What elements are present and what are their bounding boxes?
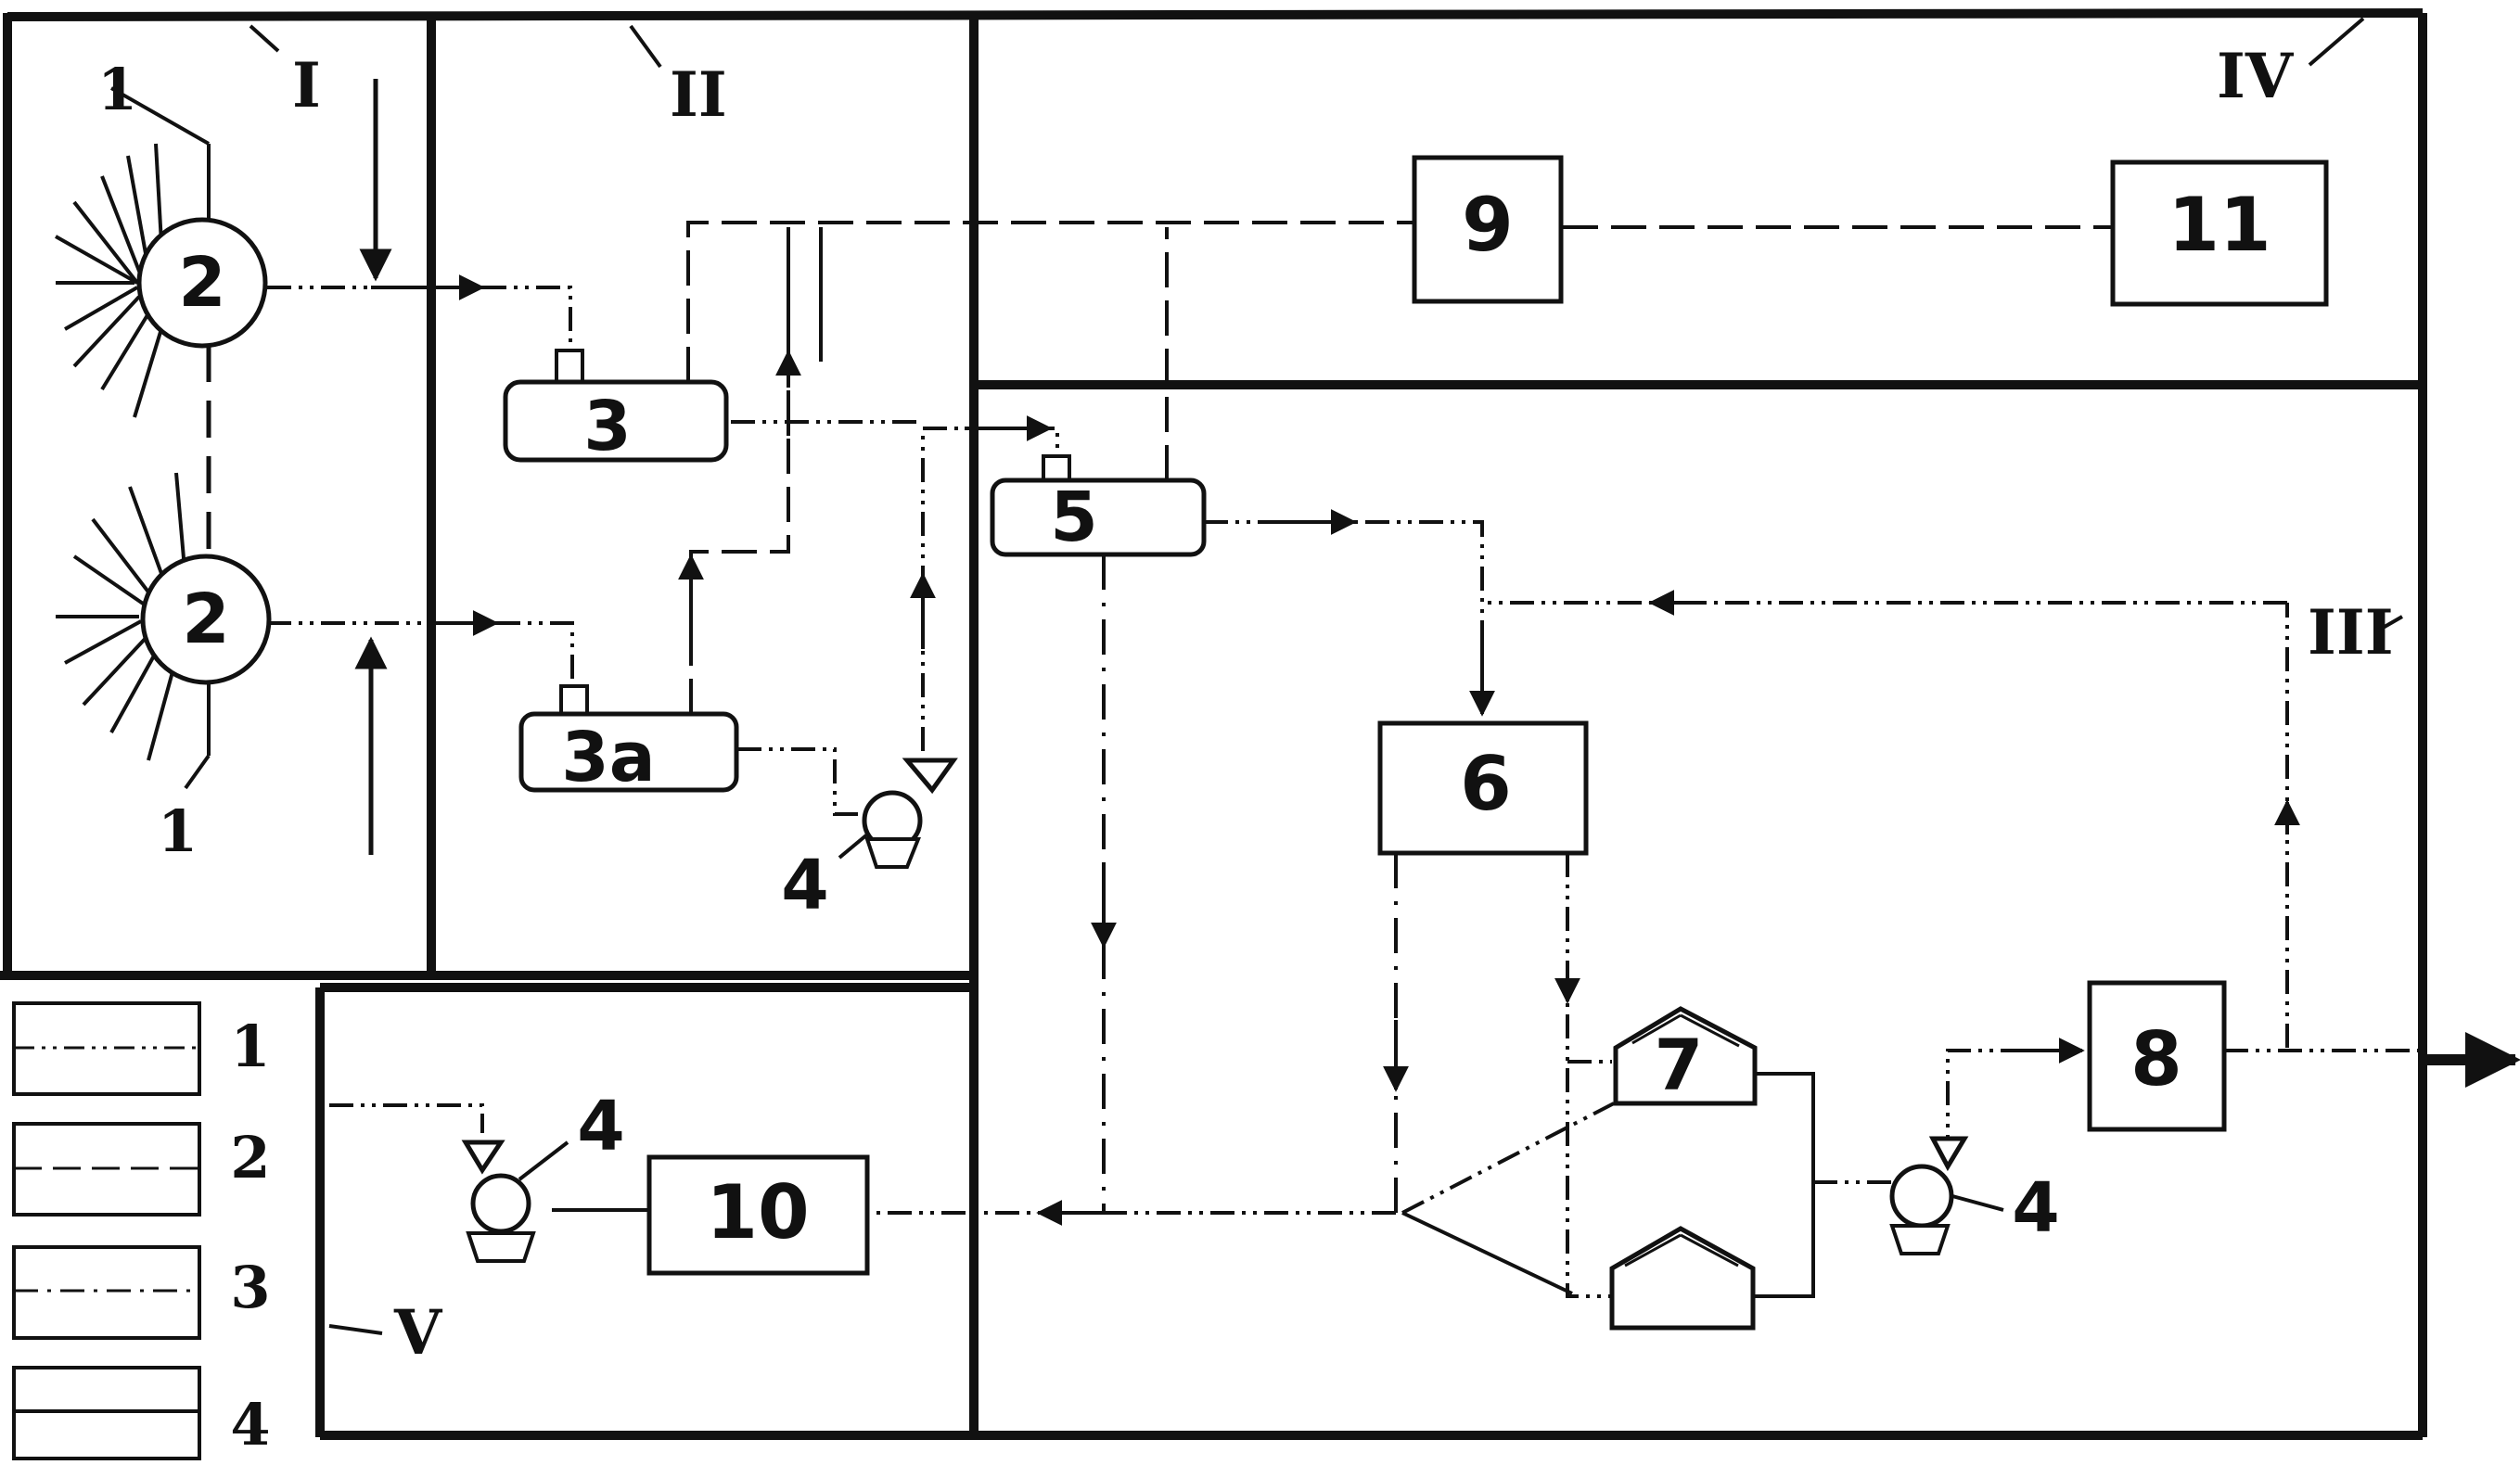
legend-label-4: 4 xyxy=(230,1391,270,1459)
separator-5-label: 5 xyxy=(1050,478,1098,557)
legend-item-2: 2 xyxy=(12,1122,271,1217)
well-bottom-circle xyxy=(140,554,272,685)
unit-10-label: 10 xyxy=(706,1169,809,1255)
legend-item-3: 3 xyxy=(12,1245,271,1340)
separator-3: 3 xyxy=(503,349,729,466)
unit-9-label: 9 xyxy=(1462,182,1514,268)
pump-4-zone2: 4 xyxy=(781,758,958,925)
unit-8-label: 8 xyxy=(2130,1016,2182,1102)
well-top: 2 1 xyxy=(55,56,268,418)
separator-5: 5 xyxy=(990,454,1207,557)
separator-3a: 3a xyxy=(518,684,739,797)
zone-borders xyxy=(0,8,2427,1440)
pump-4-zone5: 4 xyxy=(461,1087,625,1263)
legend-label-3: 3 xyxy=(230,1254,270,1321)
callout-1-bottom: 1 xyxy=(158,797,198,865)
well-bottom: 2 1 xyxy=(56,472,272,865)
legend-label-2: 2 xyxy=(230,1124,270,1191)
pump-4-zone5-label: 4 xyxy=(577,1087,625,1166)
unit-9: 9 xyxy=(1412,155,1564,304)
unit-11: 11 xyxy=(2110,159,2329,307)
well-bottom-label: 2 xyxy=(182,580,230,659)
zone-label-i: I xyxy=(292,49,321,121)
flowline-1-top xyxy=(110,86,210,146)
tank-7-label: 7 xyxy=(1655,1024,1704,1106)
pump-4-zone3: 4 xyxy=(1889,1136,2060,1255)
tank-7: 7 xyxy=(1613,1006,1758,1106)
legend-label-1: 1 xyxy=(230,1013,270,1080)
zone-labels: I II IV III V xyxy=(249,17,2403,1369)
unit-6-label: 6 xyxy=(1460,741,1512,827)
pump-4-zone3-label: 4 xyxy=(2012,1168,2060,1248)
unit-6: 6 xyxy=(1377,720,1589,856)
unit-8: 8 xyxy=(2087,980,2227,1132)
zone-label-iv: IV xyxy=(2217,40,2295,112)
separator-3-label: 3 xyxy=(583,387,632,466)
flow-lines xyxy=(267,221,2421,1298)
callout-1-top: 1 xyxy=(97,56,137,123)
unit-11-label: 11 xyxy=(2168,182,2271,268)
well-top-circle xyxy=(136,217,268,349)
zone-label-v: V xyxy=(393,1296,443,1369)
pump-4-zone2-label: 4 xyxy=(781,846,829,925)
legend-item-4: 4 xyxy=(12,1366,271,1460)
unit-10: 10 xyxy=(646,1154,870,1276)
separator-3a-label: 3a xyxy=(561,718,655,797)
legend: 1 2 3 4 xyxy=(12,1001,271,1460)
legend-item-1: 1 xyxy=(12,1001,271,1096)
zone-label-ii: II xyxy=(670,58,727,131)
tank-second xyxy=(1609,1226,1756,1331)
well-top-label: 2 xyxy=(178,243,226,323)
zone-label-iii: III xyxy=(2308,596,2394,669)
